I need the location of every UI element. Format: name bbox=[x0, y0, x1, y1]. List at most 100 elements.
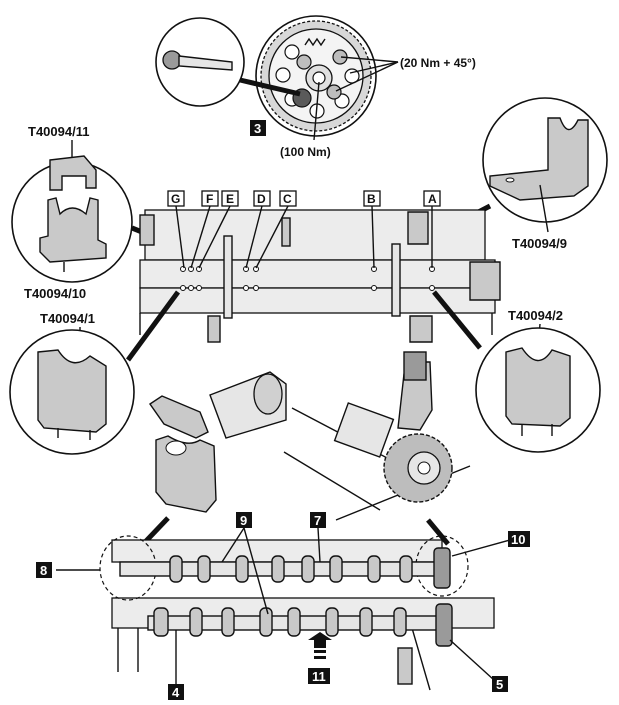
spring-icon bbox=[304, 37, 326, 47]
sprocket-hole bbox=[275, 67, 291, 83]
leader-line bbox=[449, 639, 495, 681]
frame-hole bbox=[180, 266, 186, 272]
push-arrow-icon bbox=[314, 656, 326, 659]
cam-lobe bbox=[271, 555, 285, 583]
tool-detail-t2 bbox=[432, 290, 601, 453]
view-pointer bbox=[426, 518, 450, 546]
sprocket-detail bbox=[255, 15, 399, 141]
leader-line bbox=[221, 527, 245, 563]
bottom-block bbox=[397, 647, 413, 685]
callout-9-box bbox=[236, 512, 252, 528]
callout-5: 5 bbox=[496, 677, 503, 692]
sprocket-bolt bbox=[296, 54, 312, 70]
leader-line bbox=[371, 205, 375, 269]
cam-lobe bbox=[325, 607, 339, 637]
cam-lobe bbox=[287, 607, 301, 637]
frame-hole bbox=[253, 285, 259, 291]
tool-t9-mounted bbox=[407, 211, 429, 245]
cam-lobe bbox=[169, 555, 183, 583]
tool-t9-part bbox=[489, 117, 589, 201]
camshaft-assembly bbox=[99, 535, 495, 691]
lower-sprocket bbox=[435, 603, 453, 647]
leader-line bbox=[335, 61, 399, 92]
letter-g: G bbox=[171, 192, 180, 206]
callout-10-box bbox=[508, 531, 530, 547]
tool-t1-part bbox=[37, 349, 107, 433]
callout-10: 10 bbox=[511, 532, 525, 547]
frame-hole bbox=[371, 285, 377, 291]
callout-8-box bbox=[36, 562, 52, 578]
leader-line bbox=[255, 205, 289, 269]
frame-hole bbox=[180, 285, 186, 291]
leader-line bbox=[243, 527, 269, 615]
tool-label-t9: T40094/9 bbox=[512, 236, 567, 251]
frame-hole bbox=[429, 285, 435, 291]
letter-a: A bbox=[428, 192, 437, 206]
leader-line bbox=[317, 527, 321, 563]
callout-9: 9 bbox=[240, 513, 247, 528]
tool-t10-base bbox=[155, 435, 217, 513]
camshaft-tool-view-right bbox=[283, 351, 471, 546]
push-arrow-icon bbox=[308, 632, 332, 648]
leader-line bbox=[175, 205, 185, 269]
letter-c: C bbox=[283, 192, 292, 206]
cam-lobe bbox=[197, 555, 211, 583]
lower-cam-lobes bbox=[153, 607, 407, 637]
tool-detail-t9 bbox=[438, 97, 608, 235]
leader-line bbox=[340, 56, 399, 63]
cam-lobe bbox=[301, 555, 315, 583]
pin-pointer bbox=[239, 77, 301, 97]
letter-b: B bbox=[367, 192, 376, 206]
pin-shaft bbox=[178, 55, 233, 71]
shaft-end bbox=[165, 440, 187, 456]
frame-end-block bbox=[469, 261, 501, 301]
tool-detail-t11-t10 bbox=[11, 155, 153, 283]
frame-upright bbox=[223, 235, 233, 319]
tool-label-t2: T40094/2 bbox=[508, 308, 563, 323]
torque-label-bolts: (20 Nm + 45°) bbox=[400, 56, 476, 70]
callout-8: 8 bbox=[40, 563, 47, 578]
cam-lobe bbox=[393, 607, 407, 637]
camshaft-tool-view-left bbox=[126, 371, 287, 562]
camshaft-segment bbox=[333, 402, 395, 458]
frame-hole bbox=[188, 285, 194, 291]
callout-11-box bbox=[308, 668, 330, 684]
cam-lobe bbox=[189, 607, 203, 637]
letter-e: E bbox=[226, 192, 234, 206]
leader-line bbox=[245, 205, 263, 269]
sprocket-hole bbox=[284, 44, 300, 60]
cam-lobe bbox=[399, 555, 413, 583]
leader-line bbox=[539, 184, 549, 233]
cam-lobe bbox=[367, 555, 381, 583]
sprocket-bolt bbox=[326, 84, 342, 100]
callout-3-box bbox=[250, 120, 266, 136]
assembly-frame bbox=[139, 209, 501, 343]
frame-block bbox=[281, 217, 291, 247]
frame-upright bbox=[391, 243, 401, 317]
upper-cam-lobes bbox=[169, 555, 413, 583]
letter-d: D bbox=[257, 192, 266, 206]
callout-7: 7 bbox=[314, 513, 321, 528]
tool-knob bbox=[403, 351, 427, 381]
frame-block bbox=[139, 214, 155, 246]
cam-lobe bbox=[235, 555, 249, 583]
callout-3: 3 bbox=[254, 121, 261, 136]
callout-5-box bbox=[492, 676, 508, 692]
cam-lobe bbox=[329, 555, 343, 583]
tool-label-t10: T40094/10 bbox=[24, 286, 86, 301]
cam-lobe bbox=[221, 607, 235, 637]
tool-label-t11: T40094/11 bbox=[28, 124, 89, 139]
callout-4: 4 bbox=[172, 685, 180, 700]
cam-lobe bbox=[153, 607, 169, 637]
sprocket-bore bbox=[417, 461, 431, 475]
cam-lobe bbox=[359, 607, 373, 637]
upper-sprocket bbox=[433, 547, 451, 589]
tool-label-t1: T40094/1 bbox=[40, 311, 95, 326]
callout-7-box bbox=[310, 512, 326, 528]
torque-label-center: (100 Nm) bbox=[280, 145, 331, 159]
tool-t1-mounted bbox=[207, 315, 221, 343]
frame-top-rail bbox=[139, 259, 496, 289]
callout-4-box bbox=[168, 684, 184, 700]
